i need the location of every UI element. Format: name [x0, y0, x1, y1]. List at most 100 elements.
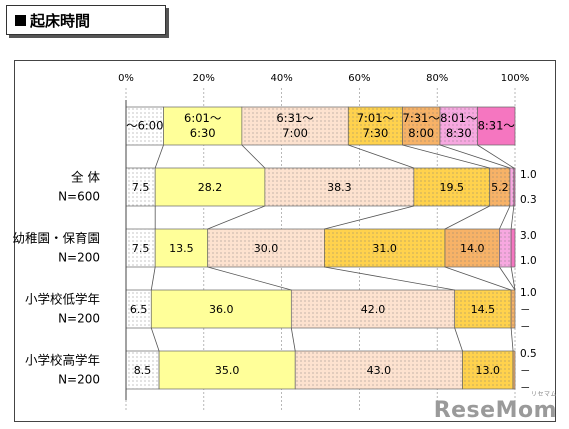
bar-value-label: 38.3	[327, 181, 352, 194]
bar-segment-texture	[264, 168, 414, 206]
legend-swatch	[163, 106, 243, 146]
category-label: 小学校高学年	[25, 353, 100, 368]
bar-value-label: 8.5	[134, 364, 152, 377]
bar-segment-texture	[295, 351, 463, 389]
bar-segment	[510, 228, 516, 268]
connector-line	[444, 205, 490, 230]
category-n-label: N=200	[58, 373, 100, 387]
legend-label: 8:30	[446, 126, 472, 140]
legend-label: 6:31～	[276, 111, 314, 125]
legend-label: 8:00	[408, 126, 434, 140]
bar-value-label: 14.5	[471, 303, 496, 316]
bar-value-label: 35.0	[215, 364, 240, 377]
bar-value-label: 42.0	[361, 303, 386, 316]
connector-line	[241, 144, 266, 169]
legend-label: 8:01～	[440, 111, 478, 125]
bar-segment-texture	[513, 351, 515, 389]
connector-line	[510, 327, 514, 352]
watermark-logo: リセマム ReseMom	[433, 391, 557, 423]
bar-segment	[154, 167, 266, 207]
category-n-label: N=200	[58, 251, 100, 265]
legend-label: 6:30	[190, 126, 216, 140]
bar-segment-texture	[511, 290, 515, 328]
right-value-label: 1.0	[520, 287, 537, 299]
bar-value-label: 7.5	[132, 242, 150, 255]
connector-line	[348, 144, 414, 169]
legend-label: ～6:00	[126, 119, 163, 133]
right-value-label: －	[520, 321, 531, 333]
bar-segment-texture	[126, 351, 160, 389]
bar-value-label: 43.0	[367, 364, 392, 377]
connector-line	[499, 205, 511, 230]
bar-value-label: 19.5	[440, 181, 465, 194]
connector-line	[499, 266, 516, 291]
connector-line	[510, 266, 516, 291]
bar-value-label: 13.5	[169, 242, 194, 255]
bar-value-label: 5.2	[491, 181, 509, 194]
connector-line	[454, 327, 463, 352]
connector-line	[510, 205, 515, 230]
watermark-sub: リセマム	[530, 391, 557, 398]
legend-swatch-texture	[348, 107, 403, 145]
legend-label: 7:31～	[403, 111, 441, 125]
x-tick-label: 60%	[348, 73, 370, 84]
bar-segment-texture	[489, 168, 510, 206]
bar-segment-texture	[324, 229, 445, 267]
connector-line	[324, 205, 414, 230]
bar-segment-texture	[454, 290, 512, 328]
right-value-label: 1.0	[520, 169, 537, 181]
chart-title: 起床時間	[30, 11, 91, 30]
right-value-label: 3.0	[520, 230, 537, 242]
legend-swatch	[477, 106, 516, 146]
watermark-text: ReseMom	[433, 398, 557, 423]
bar-segment	[154, 228, 209, 268]
bar-value-label: 31.0	[372, 242, 397, 255]
bar-segment-texture	[413, 168, 490, 206]
category-n-label: N=200	[58, 312, 100, 326]
legend-label: 7:00	[282, 126, 308, 140]
bar-value-label: 13.0	[476, 364, 501, 377]
bar-segment-texture	[291, 290, 455, 328]
bar-segment-texture	[207, 229, 325, 267]
title-square-icon	[15, 14, 26, 26]
bar-segment-texture	[499, 229, 512, 267]
right-value-label: 0.5	[520, 348, 537, 360]
connector-line	[150, 266, 156, 291]
x-tick-label: 40%	[270, 73, 292, 84]
legend-swatch-texture	[241, 107, 349, 145]
bar-segment-texture	[126, 168, 156, 206]
right-value-label: －	[520, 365, 531, 377]
legend-swatch-texture	[126, 107, 164, 145]
category-n-label: N=600	[58, 190, 100, 204]
connector-line	[150, 327, 160, 352]
connector-line	[324, 266, 455, 291]
category-label: 幼稚園・保育園	[12, 231, 100, 246]
x-tick-label: 100%	[501, 73, 530, 84]
legend-swatch-texture	[402, 107, 440, 145]
bar-segment-texture	[509, 168, 514, 206]
right-value-label: －	[520, 382, 531, 394]
legend-swatch-texture	[439, 107, 478, 145]
bar-value-label: 28.2	[198, 181, 223, 194]
connector-line	[402, 144, 490, 169]
bar-segment-texture	[126, 290, 152, 328]
connector-line	[207, 266, 292, 291]
bar-value-label: 36.0	[209, 303, 234, 316]
legend-label: 7:01～	[357, 111, 395, 125]
bar-value-label: 30.0	[254, 242, 279, 255]
x-tick-label: 20%	[193, 73, 215, 84]
connector-line	[154, 144, 164, 169]
bar-value-label: 14.0	[460, 242, 485, 255]
connector-line	[444, 266, 512, 291]
legend-label: 6:01～	[184, 111, 222, 125]
legend-label: 8:31～	[478, 119, 516, 133]
legend-label: 7:30	[362, 126, 388, 140]
category-label: 全 体	[71, 170, 100, 185]
bar-segment-texture	[126, 229, 156, 267]
bar-segment	[513, 167, 516, 207]
connector-line	[439, 144, 511, 169]
connector-line	[207, 205, 266, 230]
x-tick-label: 80%	[426, 73, 448, 84]
bar-segment-texture	[462, 351, 514, 389]
